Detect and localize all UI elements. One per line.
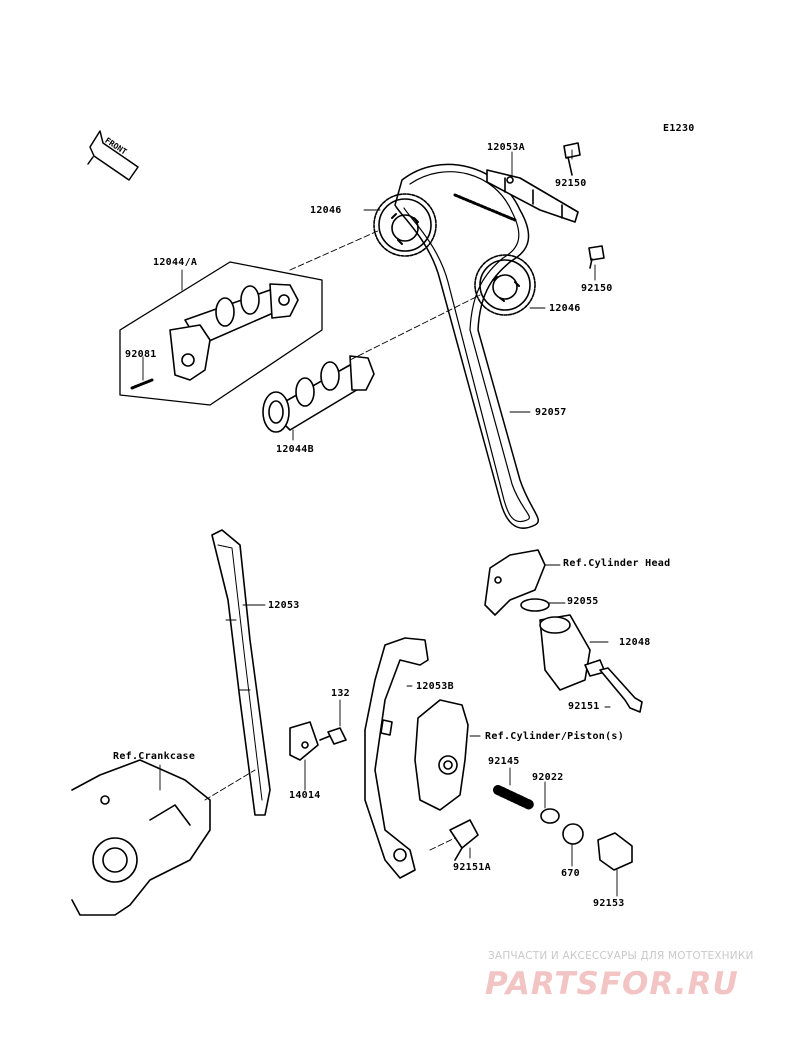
label-12044a: 12044/A xyxy=(153,257,198,268)
bolt-132 xyxy=(319,727,347,745)
upper-sprocket xyxy=(373,193,437,257)
label-ref-cylinder-piston: Ref.Cylinder/Piston(s) xyxy=(485,731,625,742)
label-12053: 12053 xyxy=(268,600,300,611)
washer-92022 xyxy=(540,808,560,824)
camshaft-kit-box xyxy=(119,261,323,406)
label-92150-mid: 92150 xyxy=(581,283,613,294)
label-92081: 92081 xyxy=(125,349,157,360)
label-132: 132 xyxy=(331,688,350,699)
o-ring-92055 xyxy=(520,598,550,612)
label-92057: 92057 xyxy=(535,407,567,418)
bolt-92150-mid xyxy=(588,245,605,269)
spring-92081 xyxy=(130,378,154,390)
top-chain-guide xyxy=(486,169,579,223)
label-92055: 92055 xyxy=(567,596,599,607)
bracket-14014 xyxy=(289,721,319,761)
o-ring-670 xyxy=(562,823,584,845)
crankcase-ref xyxy=(71,759,211,916)
label-92153: 92153 xyxy=(593,898,625,909)
front-arrow-icon xyxy=(87,130,139,181)
label-12053b: 12053B xyxy=(416,681,454,692)
bolt-92151 xyxy=(599,667,643,713)
label-ref-crankcase: Ref.Crankcase xyxy=(113,751,196,762)
cap-bolt-92153 xyxy=(597,832,633,871)
label-92145: 92145 xyxy=(488,756,520,767)
label-92022: 92022 xyxy=(532,772,564,783)
label-670: 670 xyxy=(561,868,580,879)
bolt-92151a xyxy=(449,819,479,861)
diagram-code: E1230 xyxy=(663,123,695,134)
long-chain-guide xyxy=(211,529,271,816)
label-92151: 92151 xyxy=(568,701,600,712)
tensioner-guide xyxy=(364,637,429,879)
lower-sprocket xyxy=(474,254,536,316)
watermark-logo: PARTSFOR.RU xyxy=(485,966,739,1002)
leader-lines-upper xyxy=(142,149,596,441)
label-92150-top: 92150 xyxy=(555,178,587,189)
label-92151a: 92151A xyxy=(453,862,491,873)
label-12046-top: 12046 xyxy=(310,205,342,216)
label-12053a: 12053A xyxy=(487,142,525,153)
label-12044b: 12044B xyxy=(276,444,314,455)
spring-92145 xyxy=(493,785,535,810)
chain-tensioner xyxy=(539,614,606,691)
label-12046-mid: 12046 xyxy=(549,303,581,314)
tensioner-body xyxy=(414,699,469,811)
label-12048: 12048 xyxy=(619,637,651,648)
label-ref-cylinder-head: Ref.Cylinder Head xyxy=(563,558,671,569)
camshaft-lower xyxy=(262,355,375,433)
leader-lines-lower xyxy=(159,564,618,897)
label-14014: 14014 xyxy=(289,790,321,801)
watermark-subtitle: ЗАПЧАСТИ И АКСЕССУАРЫ ДЛЯ МОТОТЕХНИКИ xyxy=(488,950,754,962)
cylinder-head-mount xyxy=(484,549,546,616)
camshaft-upper xyxy=(169,283,299,381)
cam-chain xyxy=(394,163,540,529)
